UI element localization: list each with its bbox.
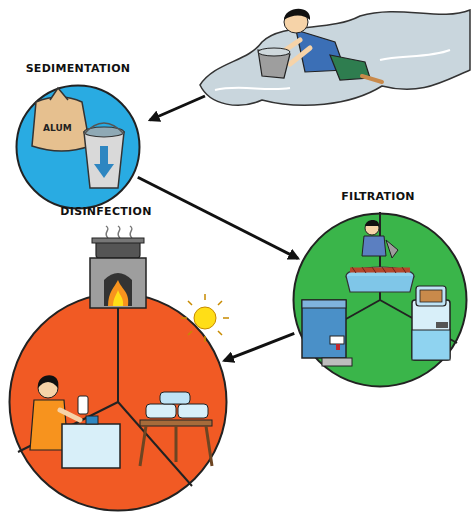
label-holder: ALUM [43,116,72,135]
circle-outline [292,212,468,388]
flow-arrow [224,333,294,360]
circle-shape [294,214,467,387]
step-heading: SEDIMENTATION [15,62,141,75]
flow-arrow [138,177,298,258]
circle-shape [17,86,140,209]
step-heading: FILTRATION [290,190,466,203]
puddle-scene [150,9,470,120]
bag-label: ALUM [43,123,72,133]
process-circle: SEDIMENTATION [15,84,141,210]
process-circle: FILTRATION [292,212,468,388]
circle-outline [8,292,228,512]
circle-outline [15,84,141,210]
process-circle: DISINFECTION [8,292,228,512]
step-heading: DISINFECTION [0,205,216,218]
circle-shape [10,294,227,511]
